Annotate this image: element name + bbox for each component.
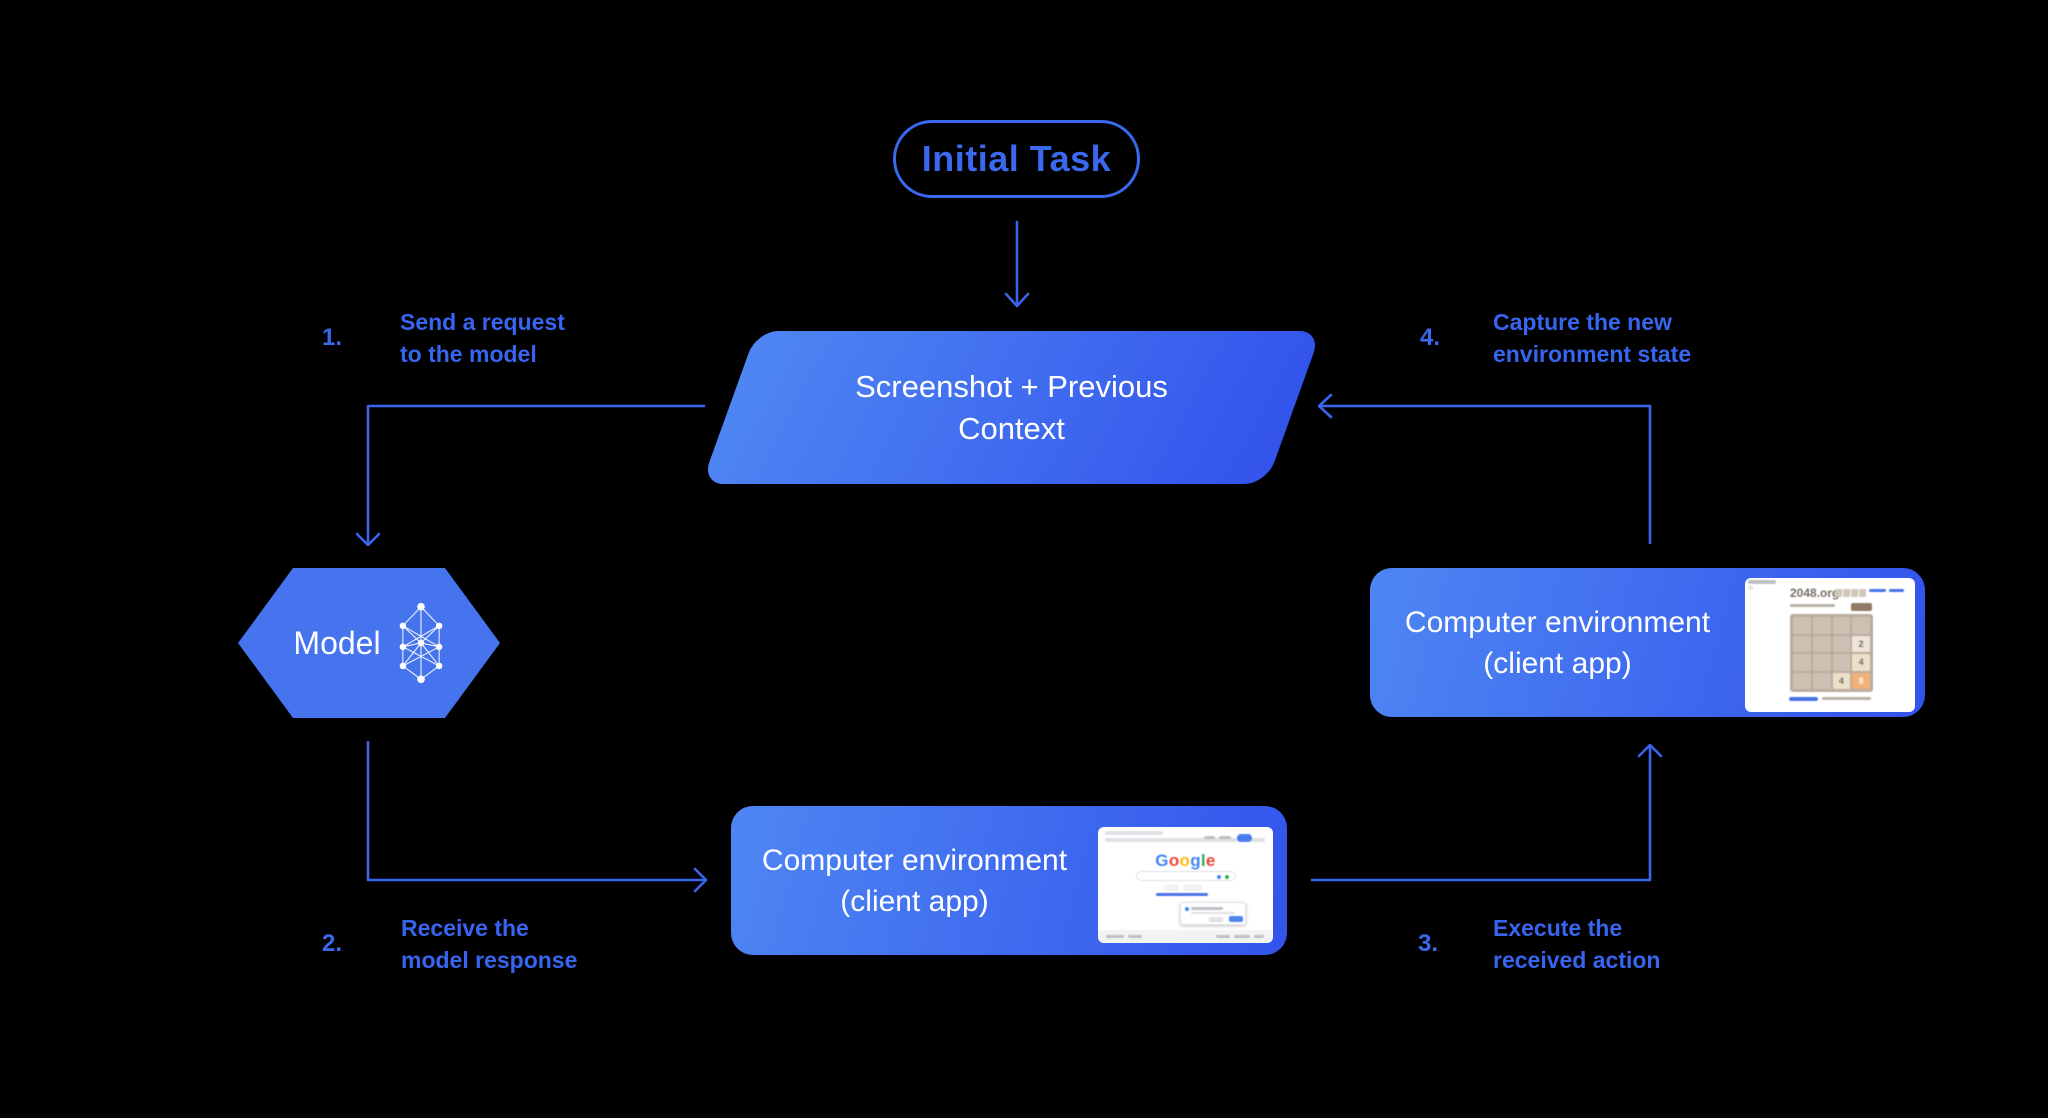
score-box [1859, 589, 1866, 597]
feeling-lucky-button [1183, 885, 1202, 891]
dialog-text-line [1191, 911, 1235, 914]
step-4-number: 4. [1420, 324, 1441, 351]
step-3-number: 3. [1418, 930, 1439, 957]
model-node: Model [238, 568, 500, 718]
connector-env-right-to-context [1317, 393, 1652, 545]
google-logo-letter: G [1155, 851, 1169, 870]
images-link [1219, 836, 1231, 839]
2048-empty-cell [1852, 617, 1870, 634]
sign-in-dialog [1180, 902, 1246, 925]
connector-env-bottom-to-env-right [1310, 743, 1663, 882]
2048-empty-cell [1812, 672, 1831, 689]
google-logo-letter: e [1205, 851, 1216, 870]
connector-task-to-context [1004, 220, 1030, 308]
2048-tile: 4 [1852, 654, 1870, 671]
how-to-play-link [1789, 697, 1818, 701]
footer-link [1106, 935, 1124, 938]
google-logo: Google [1098, 851, 1273, 871]
google-logo-letter: l [1200, 851, 1206, 870]
2048-empty-cell [1832, 617, 1851, 634]
instructions-text [1822, 697, 1871, 700]
dialog-sign-in-button [1229, 916, 1243, 922]
connector-model-to-env-bottom [366, 740, 708, 893]
2048-empty-cell [1793, 654, 1811, 671]
dialog-text-line [1191, 907, 1223, 910]
initial-task-node: Initial Task [893, 120, 1140, 198]
step-2-label: Receive the model response [401, 915, 578, 973]
footer-link [1254, 935, 1264, 938]
env-right-label-line1: Computer environment [1404, 605, 1711, 639]
dialog-google-icon [1185, 907, 1189, 911]
neural-network-icon [399, 602, 442, 684]
google-logo-letter: o [1179, 851, 1191, 870]
2048-tile: 8 [1852, 672, 1870, 689]
2048-tile: 4 [1832, 672, 1851, 689]
new-game-button [1851, 603, 1872, 611]
footer-link [1234, 935, 1250, 938]
score-box [1835, 589, 1842, 597]
step-4-label: Capture the new environment state [1493, 309, 1692, 367]
connector-context-to-model [355, 404, 706, 547]
lens-icon [1225, 874, 1229, 879]
stay-signed-out-button [1209, 917, 1223, 922]
google-homepage-screenshot: Google [1098, 827, 1273, 943]
header-link [1869, 589, 1886, 592]
2048-empty-cell [1793, 672, 1811, 689]
env-bottom-label-line1: Computer environment [761, 843, 1068, 877]
2048-empty-cell [1832, 654, 1851, 671]
screenshot-context-label-line2: Context [958, 410, 1065, 446]
step-3-label: Execute the received action [1493, 915, 1661, 973]
footer-link [1128, 935, 1142, 938]
google-search-box [1136, 871, 1236, 881]
model-label: Model [293, 624, 381, 661]
2048-empty-cell [1812, 654, 1831, 671]
score-box [1851, 589, 1858, 597]
join-numbers-text [1790, 604, 1835, 607]
score-box [1843, 589, 1850, 597]
step-1-label: Send a request to the model [400, 309, 565, 367]
2048-site-title: 2048.org [1790, 586, 1840, 600]
2048-empty-cell [1793, 617, 1811, 634]
google-offered-in-links [1156, 893, 1208, 896]
mic-icon [1217, 874, 1221, 879]
footer-link [1216, 935, 1230, 938]
browser-back-icon [1748, 586, 1753, 590]
env-right-label-line2: (client app) [1483, 646, 1632, 680]
screenshot-context-node: Screenshot + Previous Context [701, 331, 1322, 484]
google-footer [1098, 930, 1273, 943]
2048-empty-cell [1832, 635, 1851, 652]
2048-empty-cell [1793, 635, 1811, 652]
header-link [1889, 589, 1904, 592]
gmail-link [1204, 836, 1215, 839]
browser-tab-bar [1105, 831, 1163, 835]
step-2-number: 2. [322, 930, 343, 957]
google-search-button [1164, 885, 1179, 891]
google-logo-letter: o [1168, 851, 1180, 870]
google-logo-letter: g [1190, 851, 1201, 870]
2048-empty-cell [1812, 635, 1831, 652]
screenshot-context-label-line1: Screenshot + Previous [855, 368, 1168, 404]
browser-tab-bar [1748, 580, 1776, 584]
2048-tile: 2 [1852, 635, 1870, 652]
env-bottom-label-line2: (client app) [840, 884, 989, 918]
step-1-number: 1. [322, 324, 343, 351]
initial-task-label: Initial Task [921, 138, 1112, 179]
browser-url-bar [1105, 838, 1265, 842]
sign-in-button [1237, 834, 1252, 842]
2048-empty-cell [1812, 617, 1831, 634]
